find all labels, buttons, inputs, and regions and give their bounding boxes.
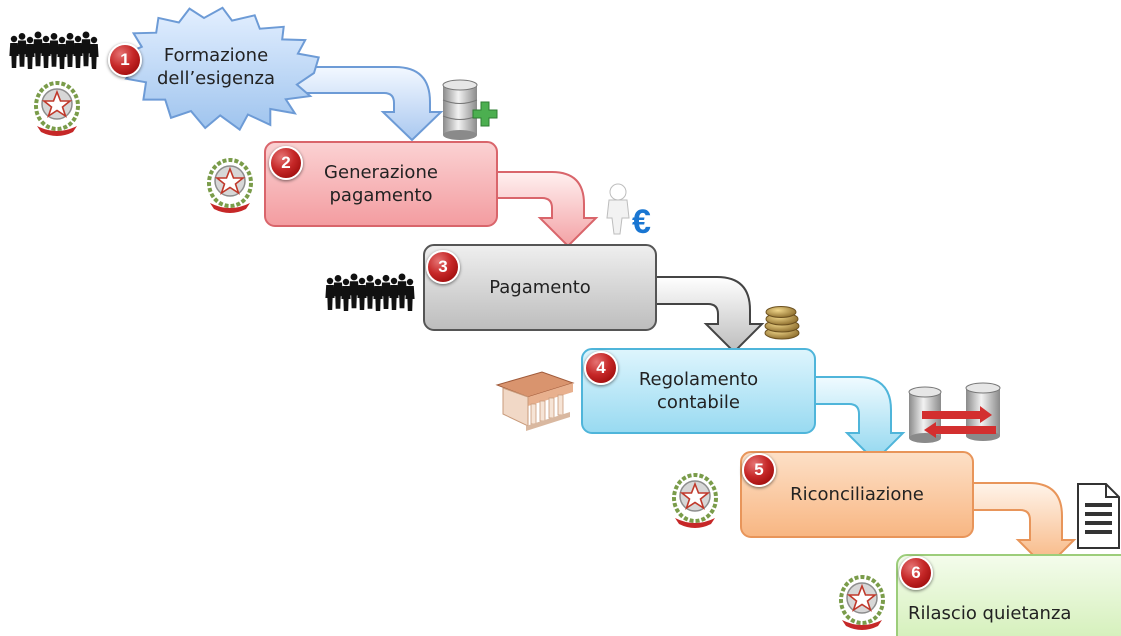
step-2-label: Generazione pagamento [324, 162, 438, 206]
step-2-box [264, 141, 498, 227]
euro-person-icon: € [606, 183, 651, 241]
step-4-box [581, 348, 816, 434]
republic-emblem-icon [34, 81, 80, 138]
step-5-box [740, 451, 974, 538]
step-1-label: Formazione dell’esigenza [156, 45, 276, 89]
step-3-box [423, 244, 657, 331]
arrow-2-to-3 [479, 171, 599, 248]
step-6-box [896, 554, 1121, 636]
document-icon [1077, 483, 1120, 549]
step-4-badge: 4 [584, 351, 618, 385]
arrow-3-to-4 [644, 276, 765, 354]
step-3-badge: 3 [426, 250, 460, 284]
coins-icon [764, 306, 800, 340]
step-2-badge: 2 [269, 146, 303, 180]
arrow-4-to-5 [799, 376, 906, 463]
bank-icon [495, 371, 575, 431]
arrow-1-to-2 [269, 66, 444, 142]
svg-text:€: € [632, 203, 651, 241]
step-4-label: Regolamento contabile [638, 369, 759, 413]
step-1-badge: 1 [108, 43, 142, 77]
step-5-badge: 5 [742, 453, 776, 487]
step-5-label: Riconciliazione [790, 484, 924, 505]
republic-emblem-icon [207, 158, 253, 215]
republic-emblem-icon [672, 473, 718, 530]
step-6-label: Rilascio quietanza [908, 602, 1072, 624]
database-sync-icon [908, 382, 1001, 443]
people-silhouettes-icon [9, 31, 99, 69]
people-silhouettes-icon [325, 273, 415, 311]
step-3-label: Pagamento [489, 277, 591, 298]
database-add-icon [442, 79, 498, 140]
republic-emblem-icon [839, 575, 885, 632]
step-6-badge: 6 [899, 556, 933, 590]
